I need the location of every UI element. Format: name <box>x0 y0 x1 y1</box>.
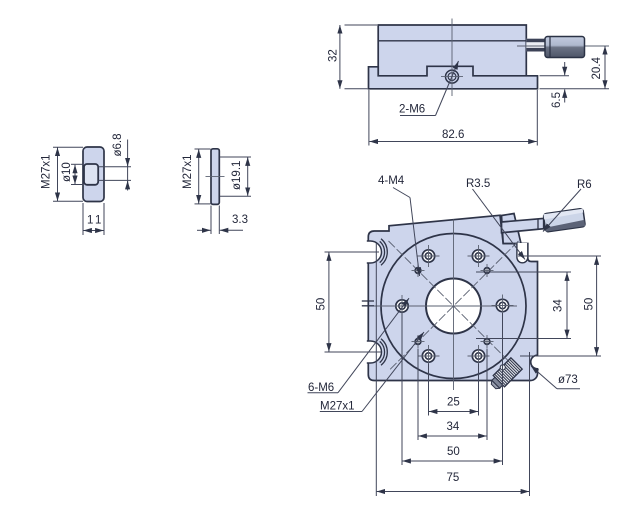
svg-text:M27x1: M27x1 <box>41 154 53 189</box>
svg-text:6-M6: 6-M6 <box>308 382 334 394</box>
svg-text:25: 25 <box>447 397 460 409</box>
svg-text:50: 50 <box>316 298 328 311</box>
svg-text:50: 50 <box>447 446 460 458</box>
svg-text:R6: R6 <box>577 179 592 191</box>
svg-text:32: 32 <box>328 49 340 62</box>
svg-text:34: 34 <box>553 299 565 312</box>
svg-text:34: 34 <box>447 421 460 433</box>
svg-text:ø10: ø10 <box>61 162 73 182</box>
svg-text:3.3: 3.3 <box>232 214 248 226</box>
svg-text:20.4: 20.4 <box>591 57 603 80</box>
svg-text:ø73: ø73 <box>558 374 578 386</box>
svg-text:11: 11 <box>87 215 104 227</box>
svg-text:ø6.8: ø6.8 <box>112 133 124 156</box>
svg-text:M27x1: M27x1 <box>320 401 355 413</box>
svg-text:R3.5: R3.5 <box>466 178 490 190</box>
svg-text:75: 75 <box>447 472 460 484</box>
svg-text:2-M6: 2-M6 <box>399 104 425 116</box>
svg-text:82.6: 82.6 <box>442 129 464 141</box>
svg-text:50: 50 <box>584 298 596 311</box>
svg-text:ø19.1: ø19.1 <box>231 161 243 190</box>
svg-text:M27x1: M27x1 <box>182 154 194 189</box>
svg-text:6.5: 6.5 <box>551 92 563 108</box>
svg-text:4-M4: 4-M4 <box>378 175 405 187</box>
